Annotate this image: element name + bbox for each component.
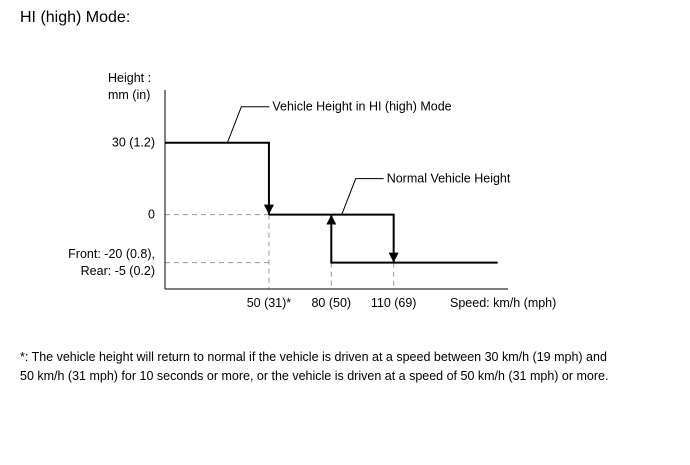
- y-tick-label-0-0: 30 (1.2): [112, 136, 155, 150]
- height-speed-chart: Height : mm (in) Speed: km/h (mph) 30 (1.2)…: [68, 71, 556, 310]
- x-axis-label: Speed: km/h (mph): [450, 296, 556, 310]
- annotation-label-1: Vehicle Height in HI (high) Mode: [272, 100, 451, 114]
- series-line-2: [268, 213, 399, 263]
- series-layer: [165, 141, 498, 264]
- x-tick-label-2: 110 (69): [371, 296, 417, 310]
- y-tick-label-1-0: 0: [148, 208, 155, 222]
- y-tick-label-2-1: Rear: -5 (0.2): [81, 264, 155, 278]
- footnote-line-1: *: The vehicle height will return to nor…: [20, 350, 607, 364]
- x-tick-label-1: 80 (50): [311, 296, 351, 310]
- series-line-1: [165, 141, 274, 215]
- x-tick-label-0: 50 (31)*: [247, 296, 292, 310]
- series-line-3: [326, 214, 498, 264]
- annotation-leader-1: [226, 106, 270, 143]
- annotation-leader-2: [341, 178, 384, 215]
- axes: [164, 90, 508, 290]
- footnote: *: The vehicle height will return to nor…: [20, 348, 680, 386]
- annotation-label-2: Normal Vehicle Height: [387, 172, 511, 186]
- chart-labels: Height : mm (in) Speed: km/h (mph) 30 (1.2)…: [68, 71, 556, 310]
- y-axis-label-line-2: mm (in): [108, 88, 150, 102]
- annotation-leaders: [226, 106, 384, 215]
- guide-lines: [165, 214, 395, 289]
- y-tick-label-2-0: Front: -20 (0.8),: [68, 247, 155, 261]
- page-title: HI (high) Mode:: [20, 9, 131, 26]
- y-axis-label-line-1: Height :: [108, 71, 151, 85]
- footnote-line-2: 50 km/h (31 mph) for 10 seconds or more,…: [20, 369, 609, 383]
